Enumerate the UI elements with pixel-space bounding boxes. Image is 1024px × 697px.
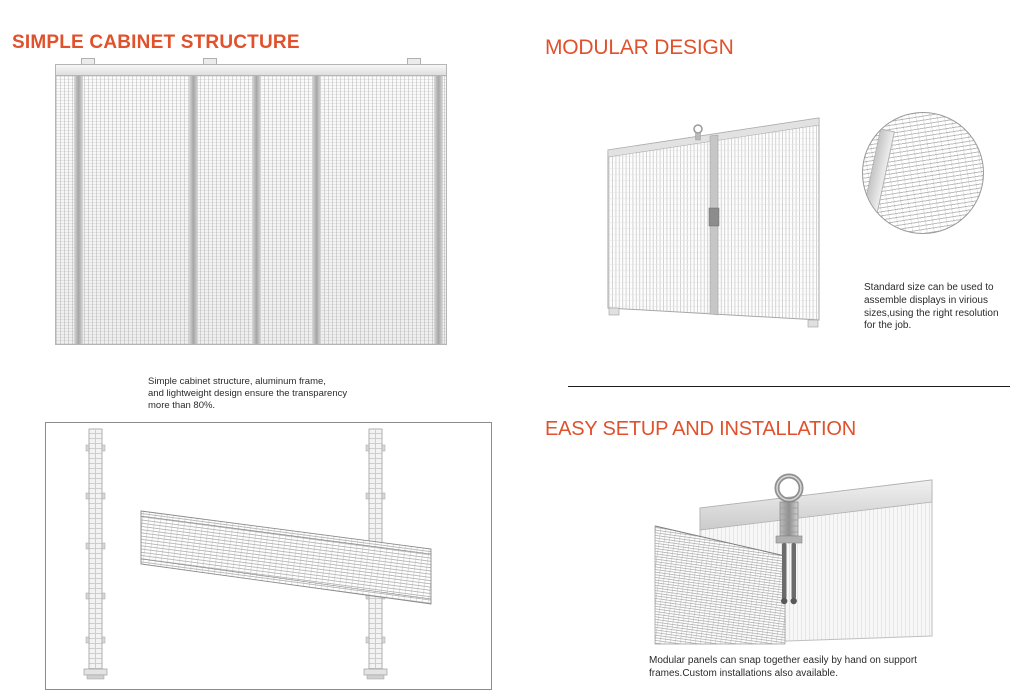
section-title-modular: MODULAR DESIGN bbox=[545, 36, 734, 59]
support-frame-illustration bbox=[45, 422, 492, 690]
section-title-cabinet: SIMPLE CABINET STRUCTURE bbox=[12, 32, 300, 53]
mounting-bracket-icon bbox=[81, 58, 95, 65]
cabinet-led-strips bbox=[55, 75, 447, 345]
eyebolt-connector-icon bbox=[654, 473, 933, 645]
magnifier-detail-icon bbox=[862, 112, 984, 234]
angled-panel-icon bbox=[607, 117, 820, 328]
panel-edge-detail bbox=[863, 128, 895, 218]
cabinet-divider-bar bbox=[252, 76, 261, 344]
cabinet-divider-bar bbox=[434, 76, 443, 344]
cabinet-caption: Simple cabinet structure, aluminum frame… bbox=[148, 375, 348, 411]
section-divider bbox=[568, 386, 1010, 387]
support-posts-icon bbox=[83, 428, 432, 680]
cabinet-panel-illustration bbox=[55, 58, 447, 345]
cabinet-divider-bar bbox=[74, 76, 83, 344]
modular-panel-illustration bbox=[595, 108, 840, 328]
cabinet-divider-bar bbox=[189, 76, 198, 344]
modular-caption: Standard size can be used to assemble di… bbox=[864, 282, 999, 332]
mounting-bracket-icon bbox=[203, 58, 217, 65]
setup-illustration bbox=[645, 460, 937, 645]
mounting-bracket-icon bbox=[407, 58, 421, 65]
setup-caption: Modular panels can snap together easily … bbox=[649, 655, 917, 679]
section-title-setup: EASY SETUP AND INSTALLATION bbox=[545, 418, 856, 440]
cabinet-divider-bar bbox=[312, 76, 321, 344]
